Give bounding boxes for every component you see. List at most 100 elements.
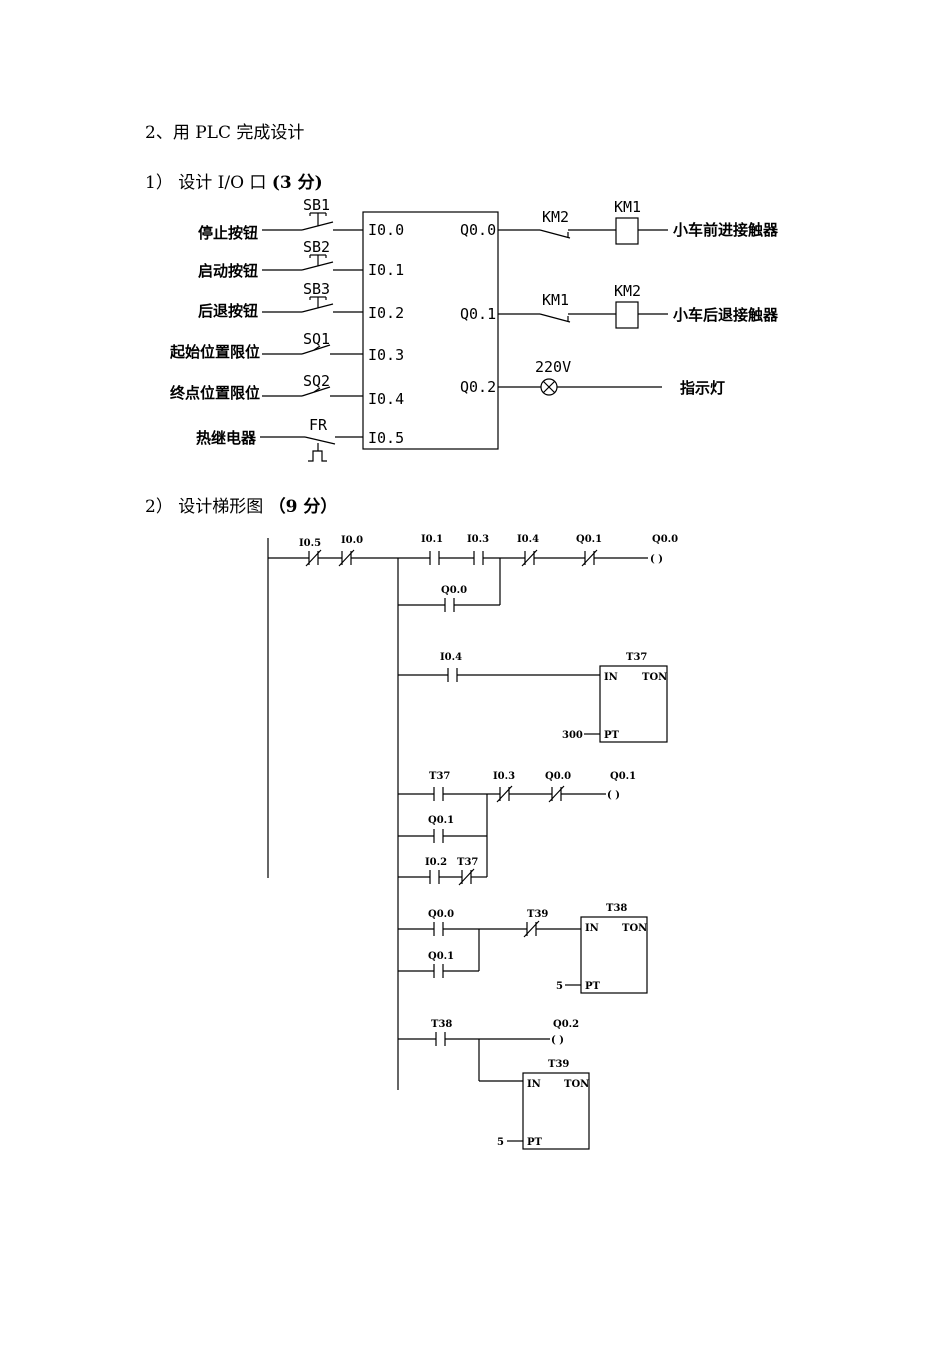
contact-label: T39 xyxy=(527,909,548,920)
input-address: I0.0 xyxy=(368,221,404,239)
timer-preset: 300 xyxy=(562,730,583,741)
contact-label: T37 xyxy=(457,857,478,868)
contact-no-i04 xyxy=(447,668,458,682)
contact-label: I0.5 xyxy=(299,538,321,549)
contact-no-q01-hold xyxy=(433,829,444,843)
contact-label: I0.2 xyxy=(425,857,447,868)
input-address: I0.4 xyxy=(368,390,404,408)
timer-label: T37 xyxy=(626,652,647,663)
input-row-start: 启动按钮 SB2 I0.1 xyxy=(198,238,404,280)
contact-label: I0.3 xyxy=(493,771,515,782)
contact-label: I0.3 xyxy=(467,534,489,545)
section-title: 2、用 PLC 完成设计 xyxy=(145,118,304,143)
contact-no-q00 xyxy=(433,922,444,936)
timer-label: T38 xyxy=(606,903,627,914)
input-row-stop: 停止按钮 SB1 I0.0 xyxy=(198,196,404,242)
timer-type-label: TON xyxy=(564,1079,589,1090)
contact-no-q00-hold xyxy=(444,598,455,612)
input-row-reverse: 后退按钮 SB3 I0.2 xyxy=(198,280,404,322)
output-device-label: 小车后退接触器 xyxy=(673,306,779,324)
output-row-forward: Q0.0 KM2 KM1 小车前进接触器 xyxy=(460,198,779,245)
timer-pt-label: PT xyxy=(527,1137,543,1148)
rung-2: I0.4 T37 IN TON PT 300 xyxy=(398,652,668,743)
coil-q02: ( ) xyxy=(551,1035,564,1046)
rung-5: T38 ( ) Q0.2 T39 IN TON PT 5 xyxy=(398,1019,590,1150)
contact-label: I0.4 xyxy=(440,652,462,663)
input-row-end-limit: 终点位置限位 SQ2 I0.4 xyxy=(170,372,404,408)
switch-label: SB1 xyxy=(303,196,330,214)
ladder-heading-points: （9 分） xyxy=(268,497,338,517)
ladder-heading: 2） 设计梯形图 （9 分） xyxy=(145,492,337,517)
coil-label: KM1 xyxy=(614,198,641,216)
switch-label: SQ1 xyxy=(303,330,330,348)
contact-no-t38 xyxy=(435,1032,446,1046)
contact-label: Q0.0 xyxy=(441,585,467,596)
rung-1: I0.5 I0.0 I0.1 I0.3 I0.4 xyxy=(268,534,678,612)
io-heading-points: (3 分) xyxy=(271,173,323,193)
switch-label: FR xyxy=(309,416,328,434)
switch-label: SQ2 xyxy=(303,372,330,390)
timer-t37 xyxy=(599,665,668,743)
timer-t38 xyxy=(580,916,648,994)
contact-label: T38 xyxy=(431,1019,452,1030)
output-row-lamp: Q0.2 220V 指示灯 xyxy=(460,358,725,397)
switch-label: SB2 xyxy=(303,238,330,256)
output-address: Q0.2 xyxy=(460,378,496,396)
timer-t39 xyxy=(522,1072,590,1150)
contact-label: I0.1 xyxy=(421,534,443,545)
input-row-thermal: 热继电器 FR I0.5 xyxy=(196,416,404,462)
contact-label: T37 xyxy=(429,771,450,782)
contact-no-i01 xyxy=(429,551,440,565)
input-device-label: 终点位置限位 xyxy=(170,384,260,402)
contact-no-i02 xyxy=(429,870,440,884)
contact-label: Q0.1 xyxy=(576,534,602,545)
contact-label: Q0.1 xyxy=(428,951,454,962)
ladder-heading-text: 2） 设计梯形图 xyxy=(145,497,269,517)
coil-km1 xyxy=(615,217,639,245)
timer-pt-label: PT xyxy=(604,730,620,741)
coil-label: Q0.1 xyxy=(610,771,636,782)
coil-q00: ( ) xyxy=(650,554,663,565)
timer-preset: 5 xyxy=(556,981,563,992)
output-row-reverse: Q0.1 KM1 KM2 小车后退接触器 xyxy=(460,282,779,329)
output-device-label: 指示灯 xyxy=(680,379,725,397)
input-device-label: 启动按钮 xyxy=(198,262,258,280)
io-heading-text: 1） 设计 I/O 口 xyxy=(145,173,272,193)
timer-in-label: IN xyxy=(604,672,618,683)
contact-no-i03 xyxy=(473,551,484,565)
supply-label: 220V xyxy=(535,358,571,376)
coil-label: Q0.0 xyxy=(652,534,678,545)
rung-4: Q0.0 T39 Q0.1 T38 IN TON PT 5 xyxy=(398,903,648,994)
switch-label: SB3 xyxy=(303,280,330,298)
output-device-label: 小车前进接触器 xyxy=(673,221,779,239)
contact-label: Q0.0 xyxy=(428,909,454,920)
input-address: I0.1 xyxy=(368,261,404,279)
coil-label: Q0.2 xyxy=(553,1019,579,1030)
output-address: Q0.0 xyxy=(460,221,496,239)
io-diagram: 停止按钮 SB1 I0.0 启动按钮 SB2 I0.1 后退按钮 xyxy=(169,196,779,462)
contact-label: I0.0 xyxy=(341,535,363,546)
input-address: I0.2 xyxy=(368,304,404,322)
contact-no-q01 xyxy=(433,964,444,978)
rung-3: T37 I0.3 Q0.0 ( ) Q0.1 Q0.1 xyxy=(398,771,636,886)
plc-block xyxy=(362,211,499,450)
section-title-text: 2、用 PLC 完成设计 xyxy=(145,123,305,143)
timer-in-label: IN xyxy=(585,923,599,934)
timer-in-label: IN xyxy=(527,1079,541,1090)
coil-label: KM2 xyxy=(614,282,641,300)
timer-type-label: TON xyxy=(622,923,647,934)
input-address: I0.3 xyxy=(368,346,404,364)
input-device-label: 起始位置限位 xyxy=(169,343,260,361)
input-device-label: 热继电器 xyxy=(196,429,257,447)
contact-no-t37 xyxy=(433,787,444,801)
contact-label: I0.4 xyxy=(517,534,539,545)
timer-type-label: TON xyxy=(642,672,667,683)
input-address: I0.5 xyxy=(368,429,404,447)
input-device-label: 后退按钮 xyxy=(198,302,258,320)
interlock-label: KM2 xyxy=(542,208,569,226)
ladder-diagram: I0.5 I0.0 I0.1 I0.3 I0.4 xyxy=(267,534,678,1150)
output-address: Q0.1 xyxy=(460,305,496,323)
input-device-label: 停止按钮 xyxy=(198,224,258,242)
io-heading: 1） 设计 I/O 口 (3 分) xyxy=(145,168,323,193)
